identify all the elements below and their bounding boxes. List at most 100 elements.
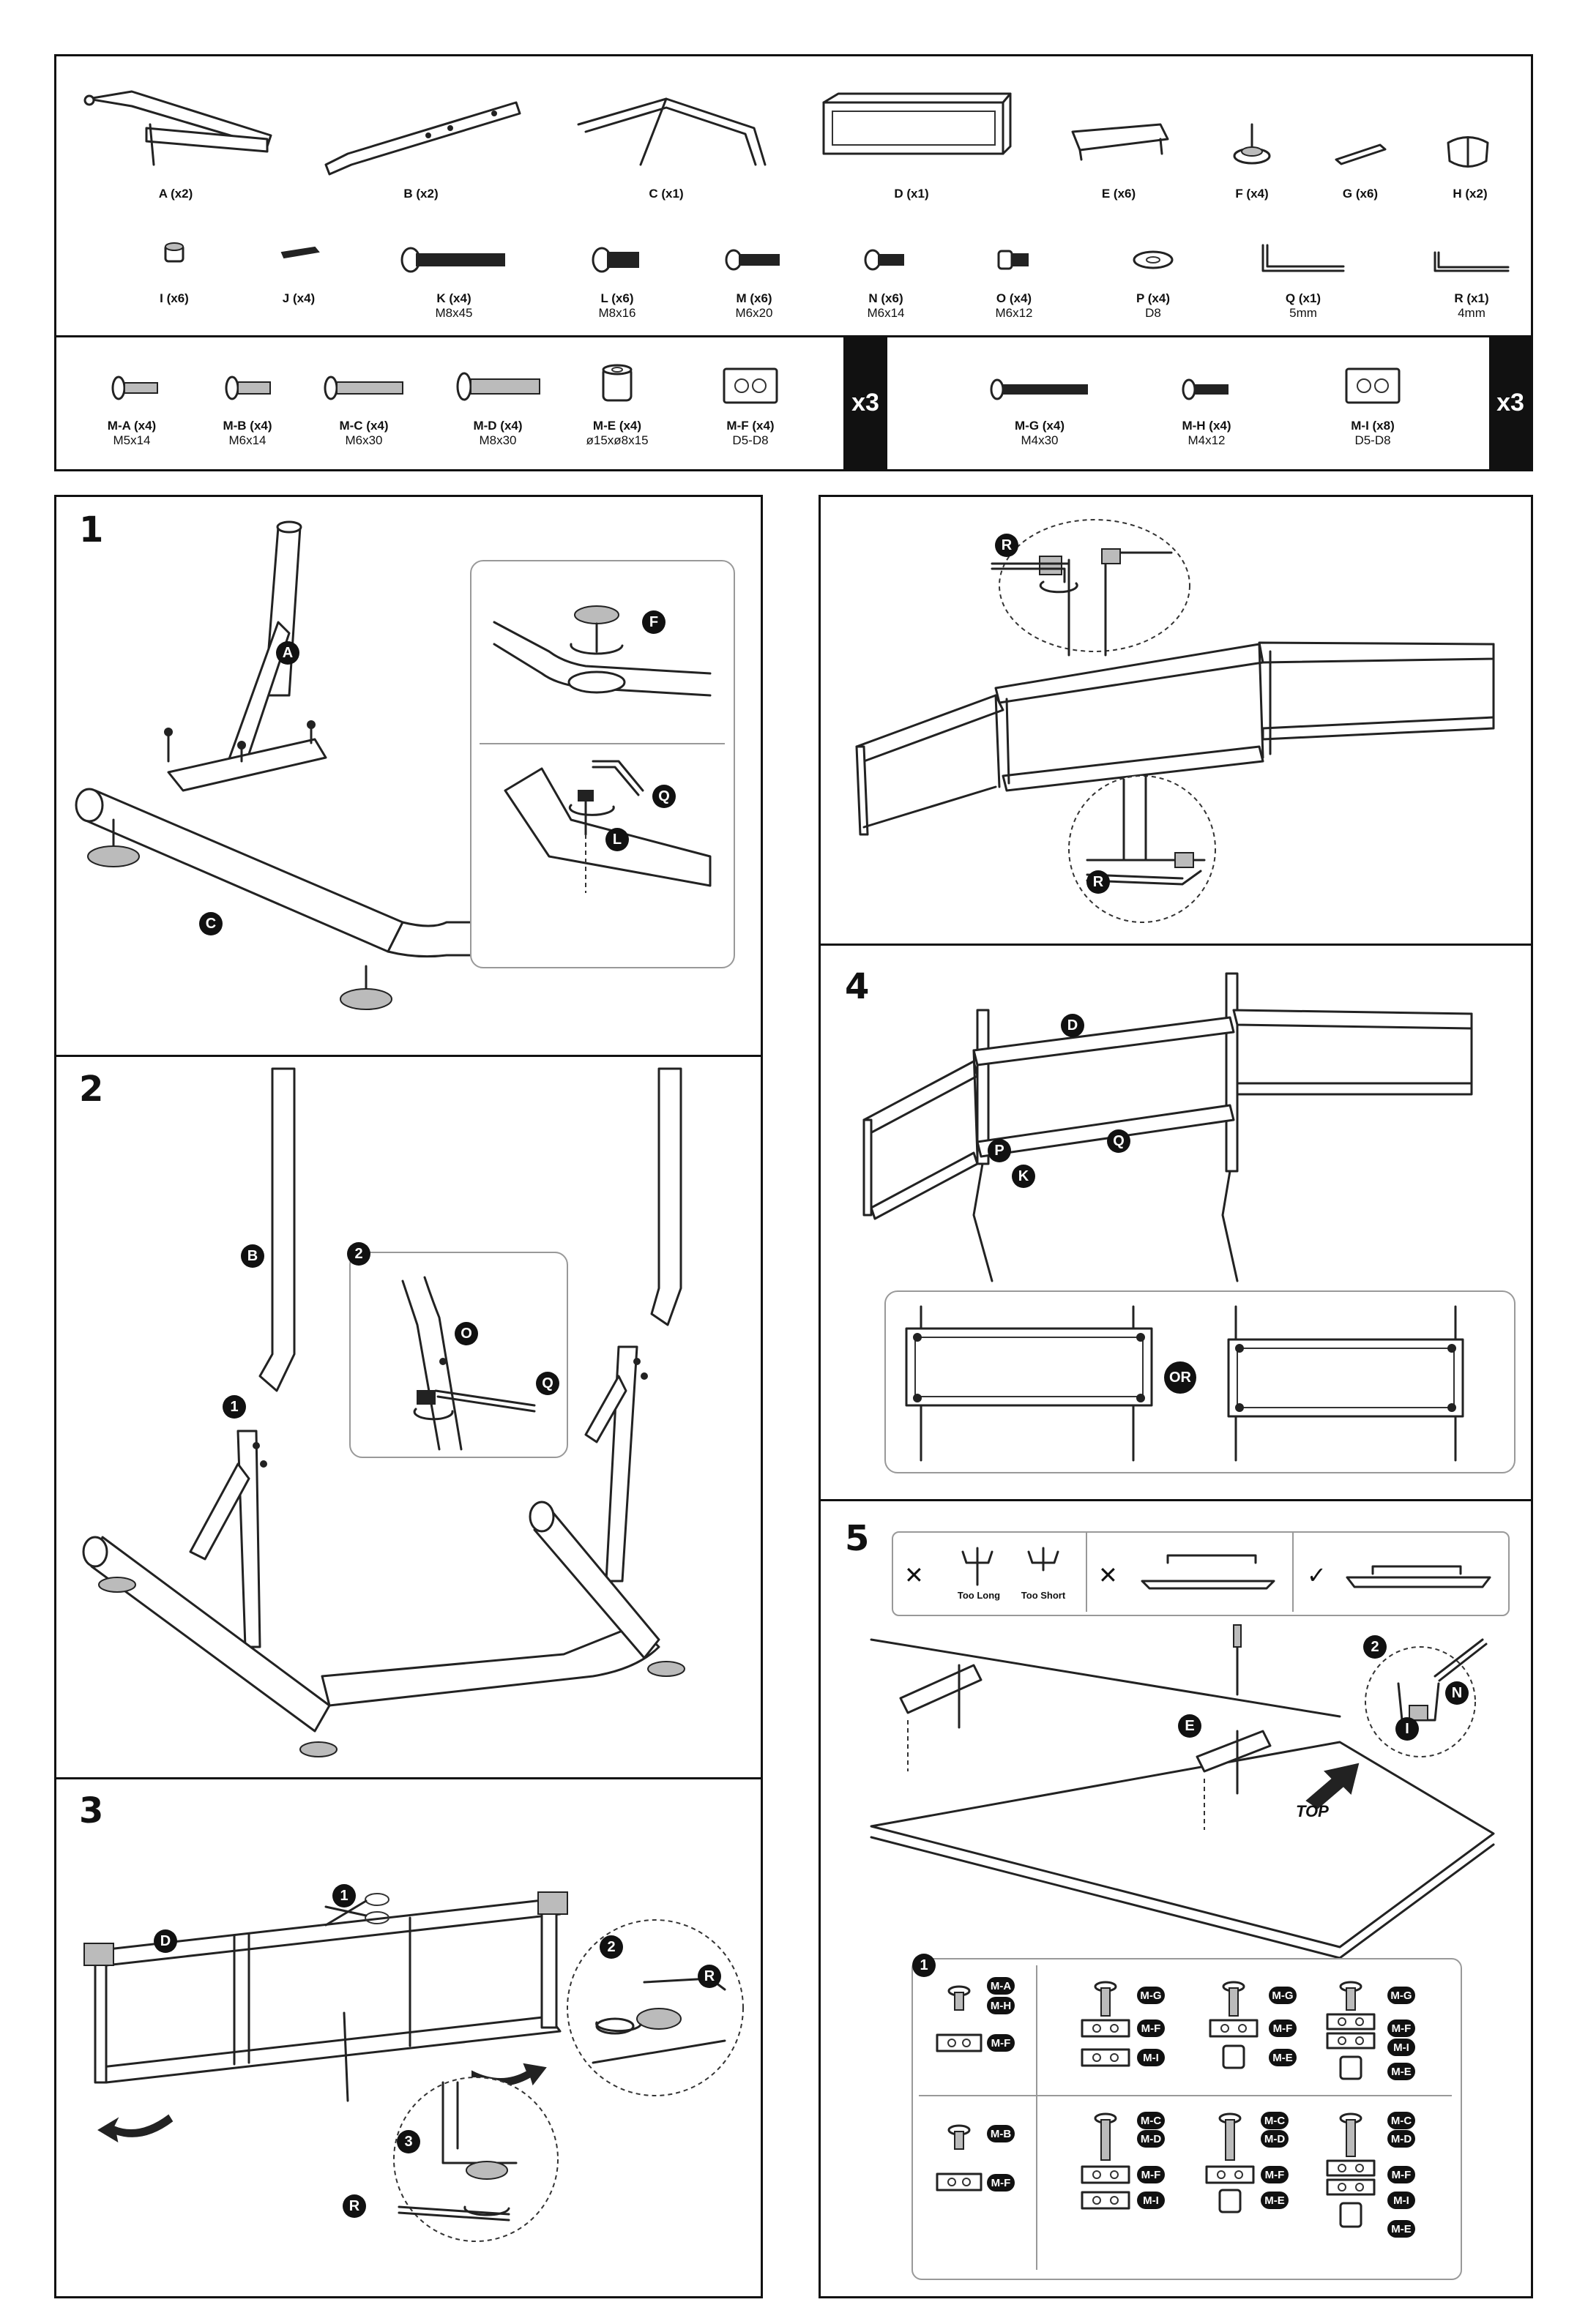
part-h-drawing [1447,136,1489,168]
step3-detail2-circle [567,1919,744,2096]
hw-group1-drawing [936,1985,983,2052]
step2-detail-drawing [401,1276,536,1451]
hw-pill-mf-4: M-F [1269,2020,1297,2037]
step5-wrong-mark-2: ✕ [1098,1561,1118,1589]
part-m-name: M (x6) [736,291,772,305]
part-p-name: P (x4) [1136,291,1170,305]
step3-scissors-icon [324,1893,389,1927]
hw-group4-drawing [1209,1981,1259,2069]
step3b-detail-bottom [1068,774,1216,923]
step3-callout-d: D [154,1929,177,1953]
hw-pill-mf-6: M-F [1137,2166,1165,2183]
hardware-kit-panel [54,335,1533,471]
kit-mi-label: M-I (x8)D5-D8 [1351,419,1395,448]
part-p-drawing [1133,250,1174,269]
hw-pill-mh: M-H [987,1997,1015,2014]
hw-pill-mc-1: M-C [1137,2112,1165,2129]
hw-pill-ma: M-A [987,1977,1015,1995]
step3-number: 3 [79,1790,104,1831]
kit2-multiplier: x3 [1489,336,1532,469]
kit-mf-name: M-F (x4) [726,419,775,433]
hw-pill-mc-3: M-C [1387,2112,1415,2129]
part-b-drawing [324,101,521,176]
part-m-drawing [725,249,780,271]
step1-stand-base-drawing [75,520,514,1010]
step4-callout-q: Q [1107,1129,1130,1153]
step5-wrong-mark-1: ✕ [904,1561,924,1589]
kit-mg-name: M-G (x4) [1015,419,1065,433]
step4-raised-option [1227,1305,1464,1462]
step1-detail-box [470,560,735,968]
hw-pill-mf-5: M-F [1387,2020,1415,2037]
step1-detail-divider [480,743,725,744]
step5-top-arrow-icon [1305,1763,1360,1809]
part-a-label: A (x2) [158,187,193,201]
part-k-size: M8x45 [435,306,473,320]
hw-pill-mi-2: M-I [1387,2039,1415,2056]
part-c-label: C (x1) [649,187,684,201]
part-n-size: M6x14 [867,306,905,320]
hw-group2-drawing [936,2124,983,2192]
part-b-label: B (x2) [403,187,439,201]
kit-ma-drawing [111,375,158,400]
step2-detail-box [349,1252,568,1458]
step5-callout-1: 1 [912,1954,936,1977]
part-k-drawing [400,247,505,273]
part-l-size: M8x16 [598,306,636,320]
kit-mi-drawing [1345,367,1401,404]
hw-pill-mg-3: M-G [1387,1987,1415,2004]
step3-callout-r1: R [698,1965,721,1988]
step5-too-short-label: Too Short [1021,1590,1066,1601]
kit-md-name: M-D (x4) [473,419,523,433]
step3-callout-r2: R [343,2194,366,2218]
part-q-label: Q (x1)5mm [1286,291,1321,321]
step5-hardware-vdivider [1036,1965,1037,2270]
hw-group5-drawing [1326,1981,1376,2080]
step2-callout-2: 2 [347,1242,370,1266]
step1-callout-a: A [276,641,299,665]
hw-pill-mf-7: M-F [1261,2166,1289,2183]
part-k-name: K (x4) [436,291,471,305]
kit-ma-size: M5x14 [113,433,151,447]
kit-mc-size: M6x30 [345,433,383,447]
part-g-drawing [1335,143,1387,165]
kit-me-drawing [602,364,633,402]
step4-number: 4 [845,966,870,1007]
part-g-label: G (x6) [1342,187,1379,201]
hw-pill-me-1: M-E [1269,2049,1297,2066]
part-q-size: 5mm [1289,306,1317,320]
part-e-label: E (x6) [1101,187,1136,201]
part-r-size: 4mm [1458,306,1485,320]
step5-callout-e: E [1178,1714,1201,1738]
hw-pill-md-1: M-D [1137,2130,1165,2148]
step5-too-short-bracket [1027,1547,1059,1572]
hw-group6-drawing [1081,2112,1130,2210]
part-p-label: P (x4)D8 [1136,291,1170,321]
step3-callout-3: 3 [397,2130,420,2153]
kit-mh-name: M-H (x4) [1182,419,1231,433]
part-l-name: L (x6) [600,291,634,305]
step1-number: 1 [79,509,104,550]
kit-mg-drawing [990,378,1088,400]
kit-md-drawing [456,372,540,401]
kit-mh-drawing [1182,378,1229,400]
hw-pill-mf-8: M-F [1387,2166,1415,2183]
step5-top-label: TOP [1296,1802,1329,1820]
hw-group7-drawing [1205,2112,1255,2213]
step5-too-long-bracket [961,1547,993,1586]
part-r-drawing [1434,251,1510,272]
kit-mf-drawing [723,367,778,404]
part-d-label: D (x1) [894,187,929,201]
hw-pill-me-2: M-E [1387,2063,1415,2080]
part-o-name: O (x4) [996,291,1032,305]
step5-wrong-placement [1141,1554,1275,1590]
hw-pill-mg-1: M-G [1137,1987,1165,2004]
kit-mb-name: M-B (x4) [223,419,272,433]
step5-callout-i: I [1395,1717,1419,1741]
kit-mc-drawing [324,375,403,400]
part-f-label: F (x4) [1235,187,1269,201]
part-q-name: Q (x1) [1285,291,1321,305]
kit-mg-label: M-G (x4)M4x30 [1015,419,1065,448]
kit-mh-size: M4x12 [1188,433,1226,447]
hw-pill-mf-2: M-F [987,2174,1015,2192]
